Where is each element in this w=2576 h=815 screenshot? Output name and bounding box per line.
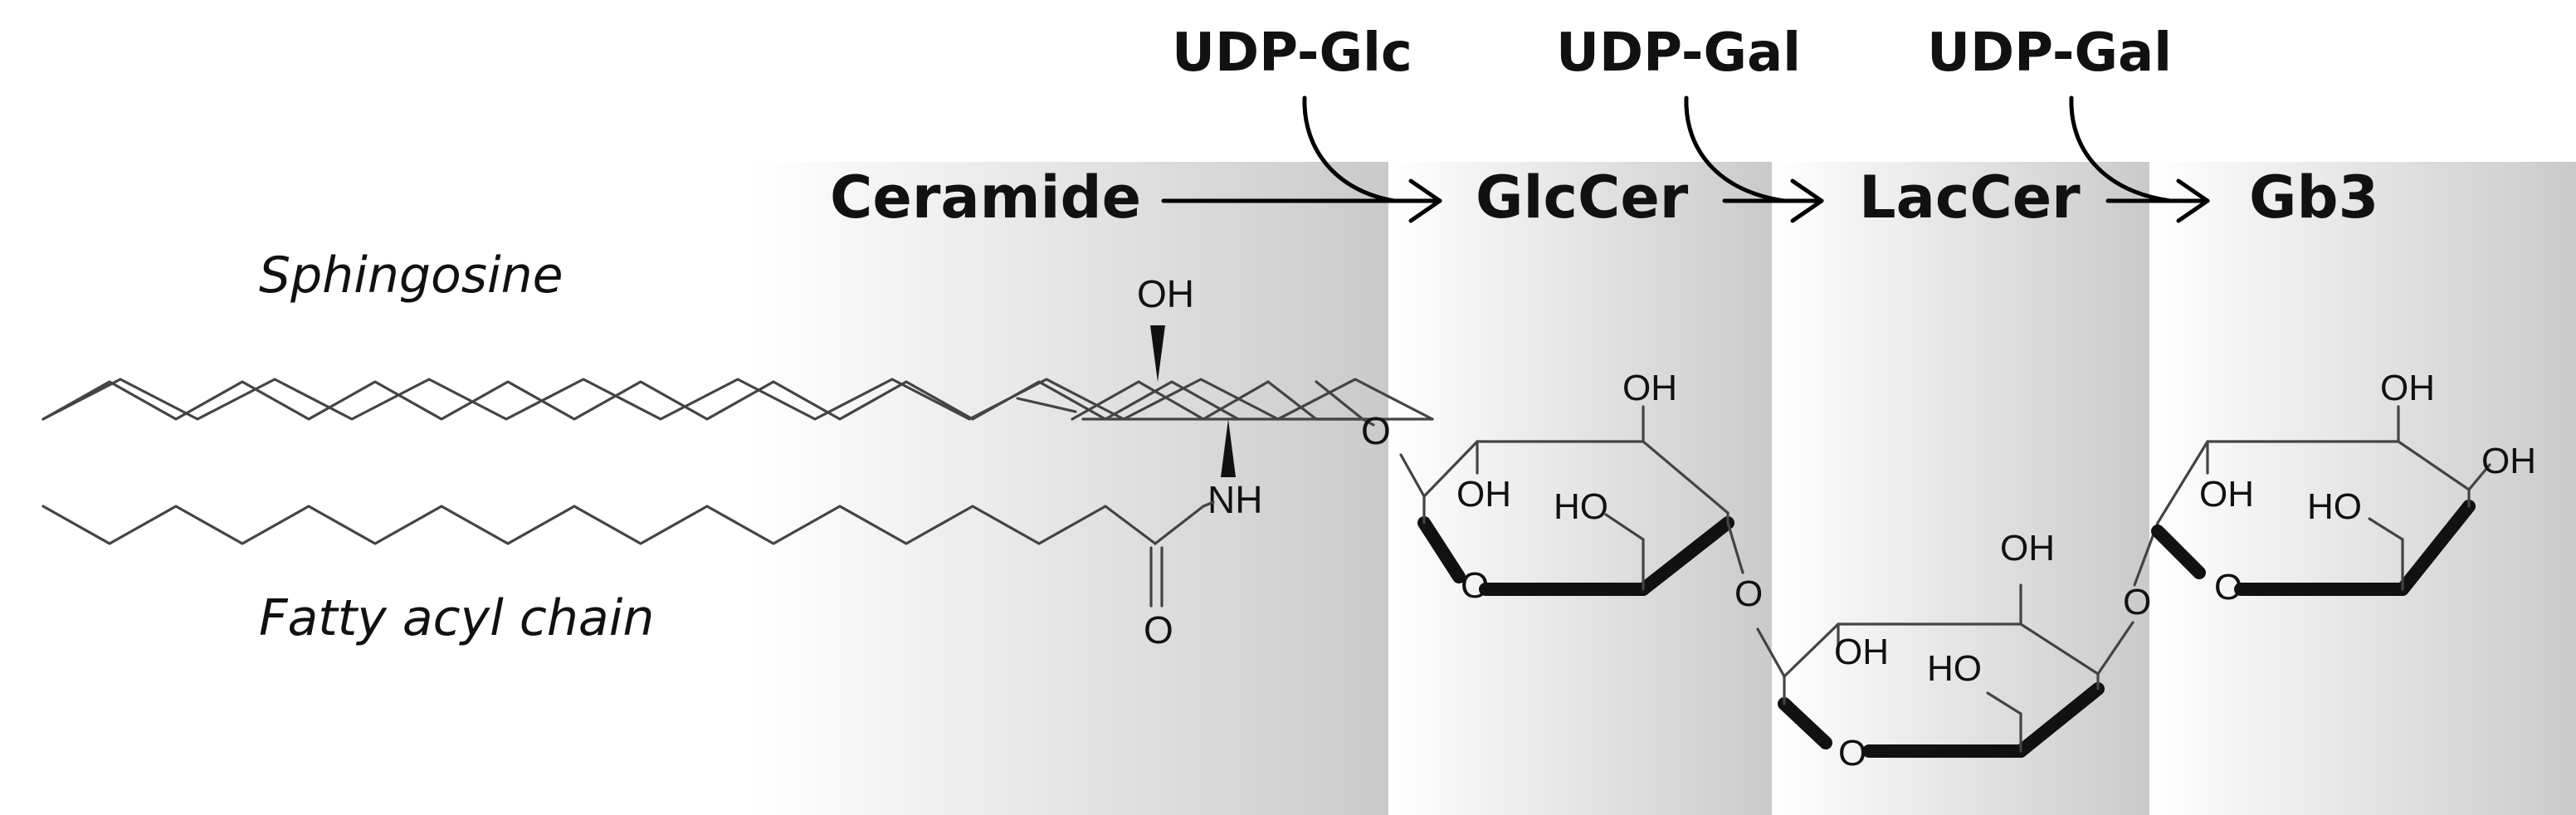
- gal2-oh-3: OH: [2481, 441, 2536, 481]
- glc-oh-2: OH: [1456, 474, 1511, 515]
- carbonyl-o: O: [1144, 608, 1173, 652]
- glc-ho-6: HO: [1554, 486, 1608, 527]
- panel-glccer: [1388, 162, 1772, 815]
- gal1-oh-2: OH: [1834, 632, 1889, 672]
- oh-wedge-bond: [1150, 325, 1165, 382]
- sphingosine-chain: [41, 378, 1434, 421]
- glc-oh-3: OH: [1622, 368, 1677, 408]
- reaction-arrow-3: [2069, 95, 2210, 223]
- glycosidic-link-ceramide-glc: [1315, 380, 1375, 427]
- galactose-ring-2: [2133, 405, 2491, 596]
- reaction-arrow-2: [1684, 95, 1824, 223]
- stage-label-gb3: Gb3: [2249, 163, 2378, 232]
- stage-label-glccer: GlcCer: [1476, 163, 1689, 232]
- panel-laccer: [1772, 162, 2149, 815]
- o-link-2: O: [1734, 573, 1763, 614]
- ceramide-headgroup: [1071, 380, 1363, 421]
- fatty-acyl-chain-label: Fatty acyl chain: [259, 589, 654, 647]
- glc-ring-o: O: [1461, 565, 1489, 606]
- gal1-ring-o: O: [1838, 733, 1866, 774]
- gal2-oh-2: OH: [2199, 474, 2254, 515]
- gal2-ho-6: HO: [2307, 486, 2362, 527]
- fatty-acyl-chain: [41, 500, 1215, 608]
- oh-sphingosine: OH: [1137, 272, 1194, 315]
- glucose-ring: [1399, 405, 1744, 596]
- gal1-ho-6: HO: [1927, 648, 1982, 689]
- panel-gb3: [2149, 162, 2576, 815]
- gal2-ring-o: O: [2214, 567, 2242, 608]
- donor-label-udp-glc: UDP-Glc: [1172, 22, 1412, 84]
- sphingosine-backbone: [41, 380, 1240, 421]
- sphingosine-label: Sphingosine: [259, 246, 564, 305]
- stage-label-laccer: LacCer: [1859, 163, 2081, 232]
- nh-wedge-bond: [1221, 419, 1236, 477]
- reaction-arrow-1: [1161, 95, 1442, 223]
- gal2-oh-4: OH: [2380, 368, 2435, 408]
- gal1-oh-4: OH: [2000, 528, 2055, 569]
- nh-label: NH: [1208, 478, 1262, 521]
- stage-label-ceramide: Ceramide: [830, 163, 1141, 232]
- galactose-ring-1: [1756, 583, 2134, 758]
- o-link-3: O: [2123, 582, 2151, 622]
- o-link-1: O: [1361, 409, 1391, 452]
- donor-label-udp-gal-2: UDP-Gal: [1927, 22, 2172, 84]
- donor-label-udp-gal-1: UDP-Gal: [1556, 22, 1801, 84]
- panel-ceramide: [751, 162, 1388, 815]
